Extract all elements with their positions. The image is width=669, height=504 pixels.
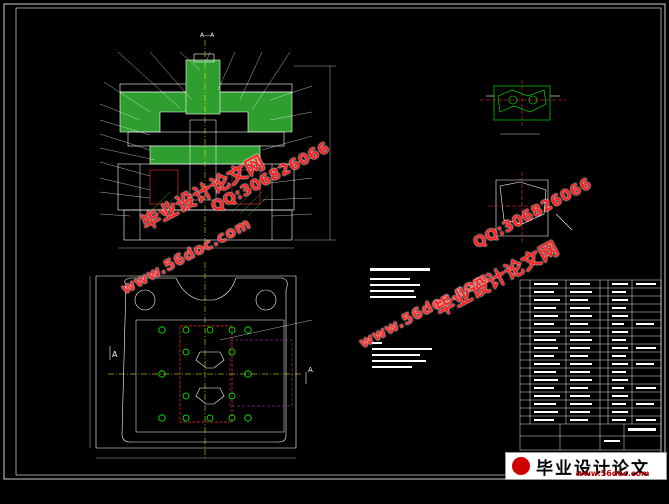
part-detail-views xyxy=(480,80,573,244)
logo-site-url: www.56doc.com xyxy=(576,469,650,478)
parts-list-text-rows xyxy=(534,283,656,442)
punch-hatch xyxy=(185,59,221,115)
parts-list-table xyxy=(519,279,662,451)
guide-hole-left xyxy=(134,289,156,311)
part-detail-2 xyxy=(488,172,573,244)
guide-hole-right xyxy=(255,289,277,311)
logo-emblem-icon xyxy=(512,457,530,475)
site-logo-bar: 毕业设计论文网 www.56doc.com xyxy=(505,452,667,504)
drawing-frame-outer xyxy=(3,3,666,480)
view-arrow-label-left: A xyxy=(112,350,118,359)
blank-part-lower xyxy=(195,387,225,405)
plan-base-contour xyxy=(121,277,288,443)
logo-site-name: 毕业设计论文网 xyxy=(536,459,650,504)
punch-head xyxy=(193,53,215,63)
view-arrow-label-right: A xyxy=(308,366,313,374)
section-view-aa xyxy=(99,40,336,250)
stripper-plate xyxy=(127,131,285,147)
plan-view xyxy=(89,262,313,459)
drawing-frame-inner xyxy=(15,7,662,476)
lower-plate xyxy=(123,209,293,241)
plan-die-outline xyxy=(95,275,297,449)
blank-part-upper xyxy=(195,351,225,369)
cad-drawing-canvas xyxy=(3,3,666,480)
part-detail-1 xyxy=(480,80,566,135)
technical-notes xyxy=(370,268,432,368)
section-label-aa: A—A xyxy=(200,32,215,39)
